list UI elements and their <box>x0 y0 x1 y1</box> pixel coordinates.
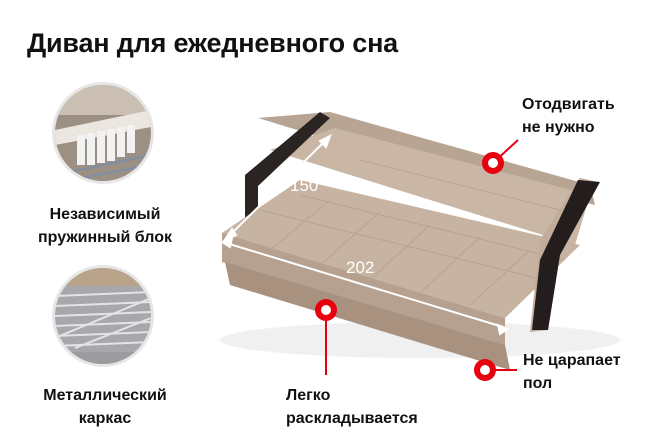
callout-easy-unfold: Легко раскладывается <box>286 387 418 427</box>
dimension-length-label: 202 <box>346 258 375 277</box>
dimension-width-label: 150 <box>290 176 319 195</box>
callout-no-move: Отодвигать не нужно <box>522 96 615 136</box>
feature-label-spring-block: Независимый пружинный блок <box>38 206 172 246</box>
callout-marker-no-move <box>482 152 504 174</box>
page-title: Диван для ежедневного сна <box>27 28 398 58</box>
metal-frame-photo <box>52 265 154 367</box>
callout-no-scratch: Не царапает пол <box>523 352 621 392</box>
spring-block-photo <box>52 82 154 184</box>
feature-label-metal-frame: Металлический каркас <box>43 387 167 427</box>
metal-frame-icon <box>55 268 151 364</box>
callout-marker-no-scratch <box>474 359 496 381</box>
callout-marker-easy-unfold <box>315 299 337 321</box>
spring-block-icon <box>55 85 151 181</box>
